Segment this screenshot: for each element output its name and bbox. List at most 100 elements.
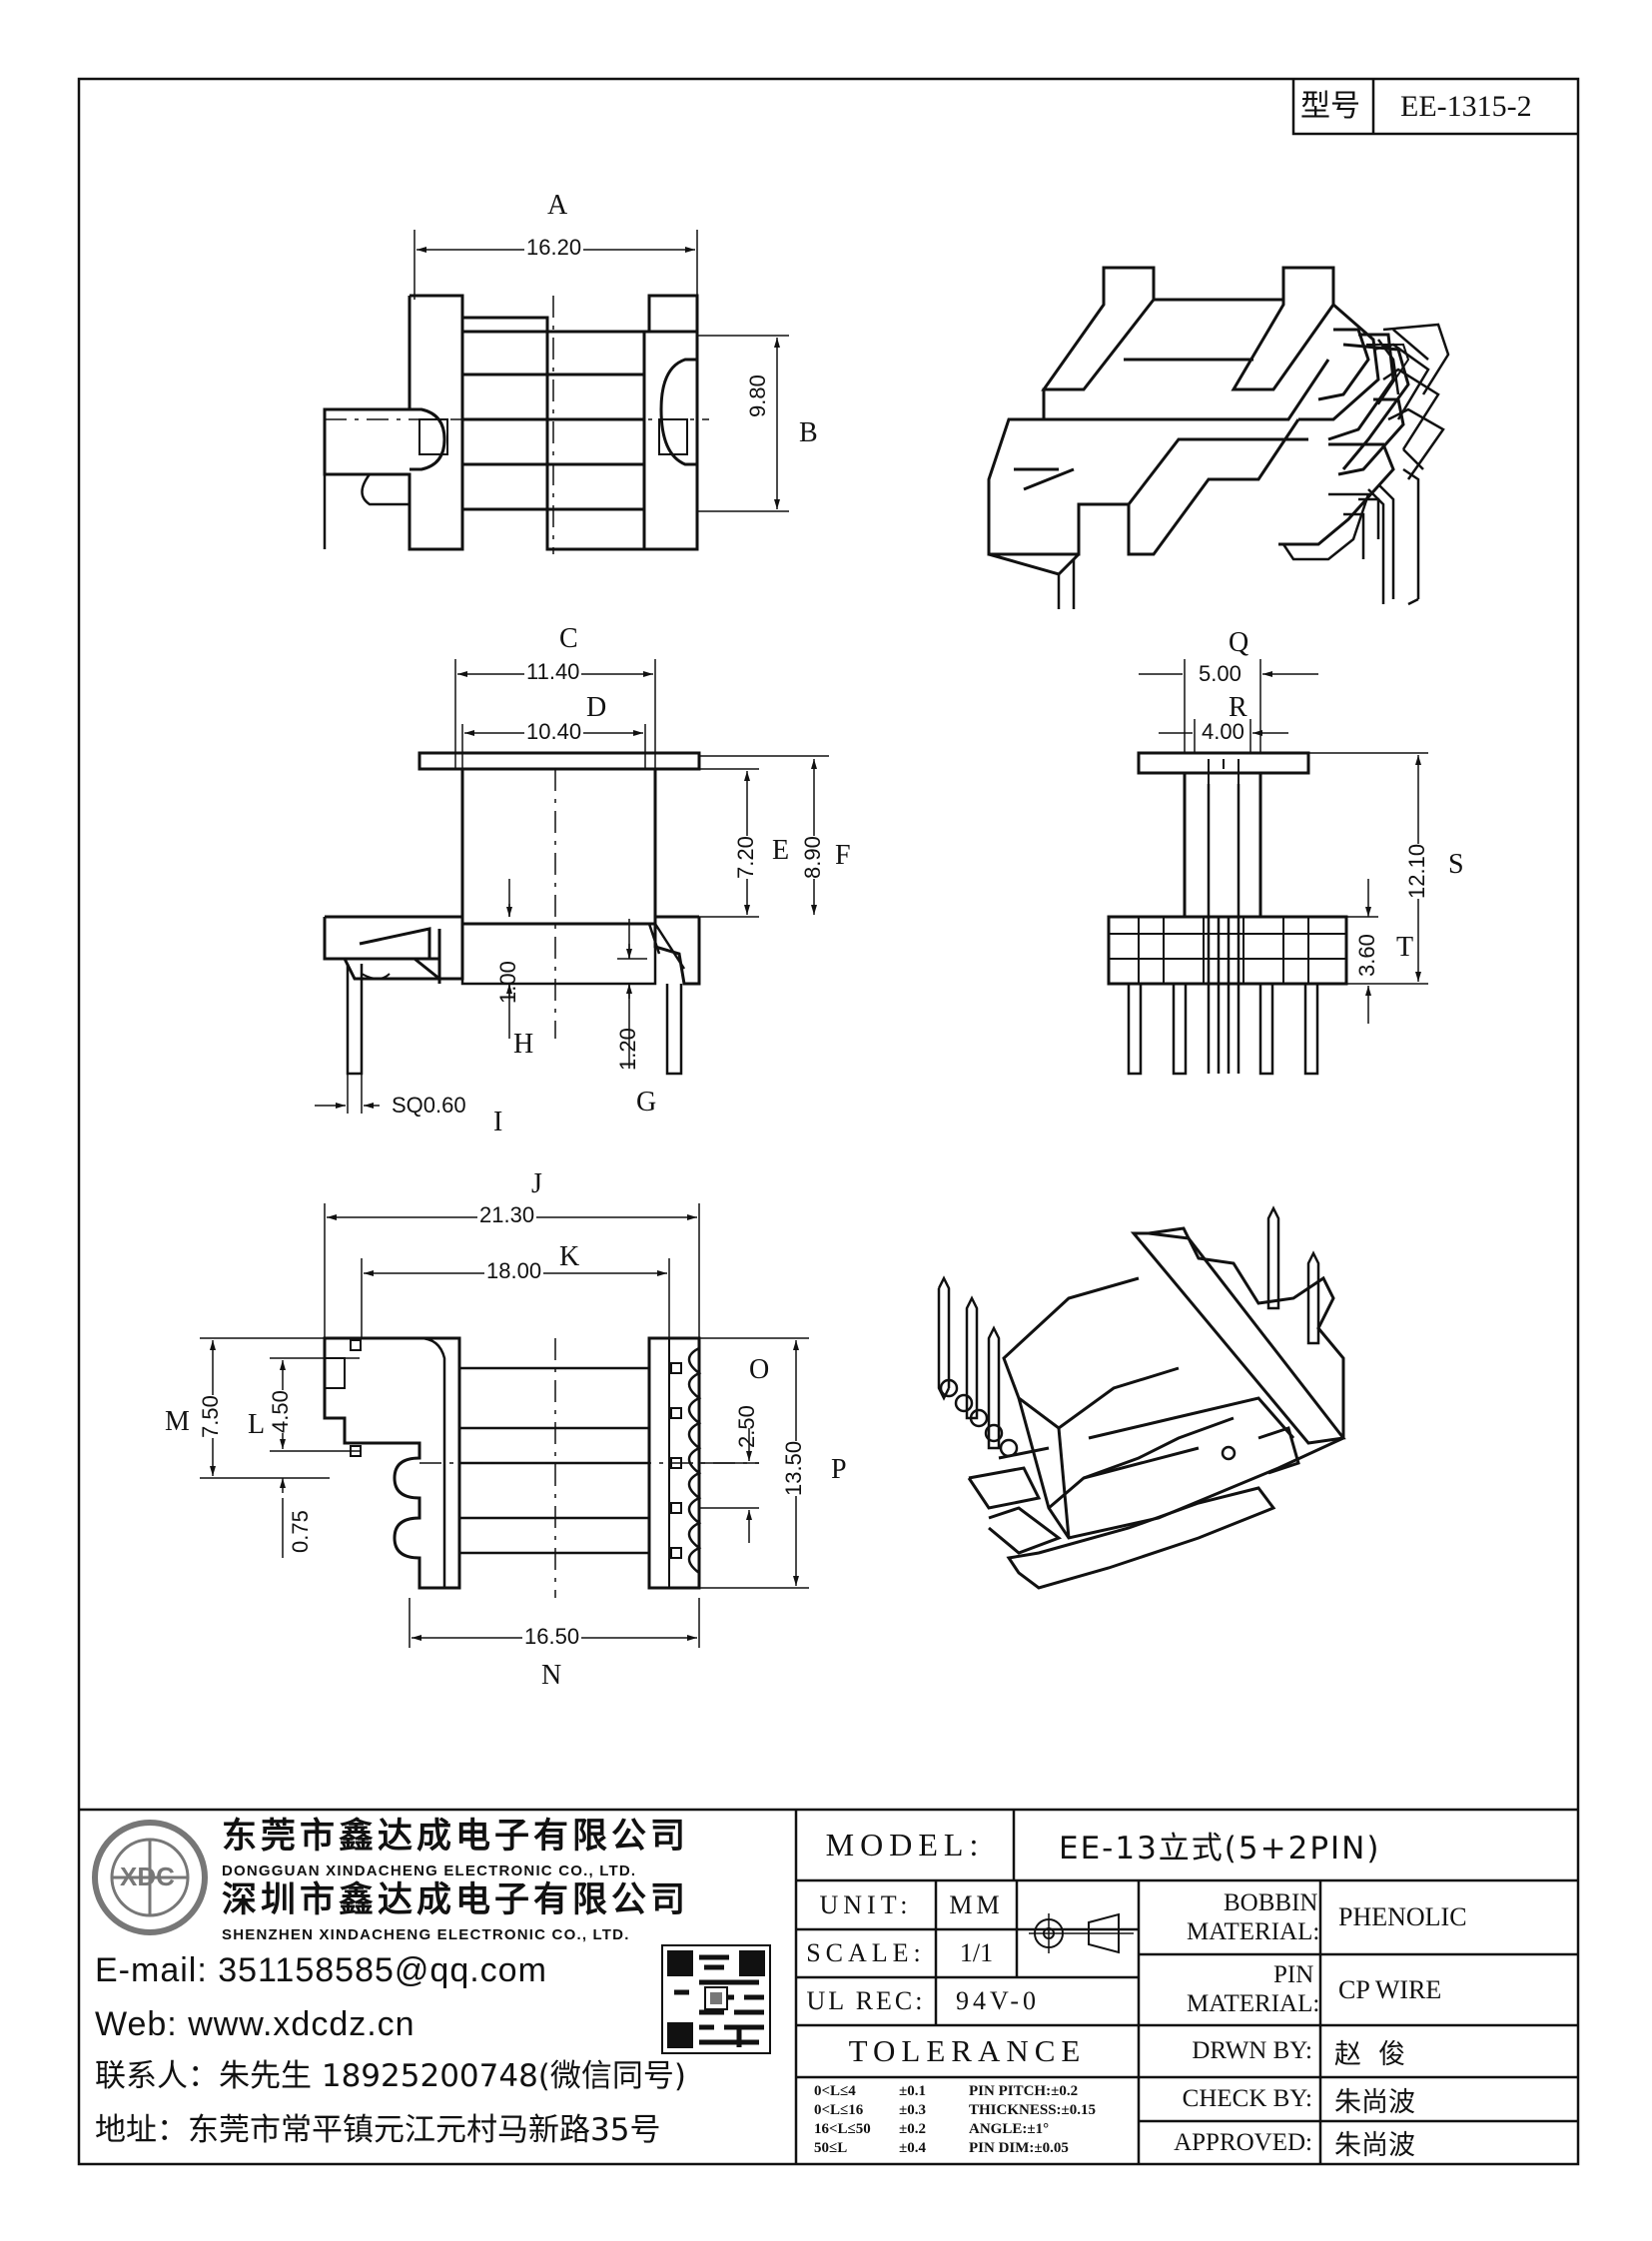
tol-range: 16<L≤50 bbox=[814, 2121, 871, 2137]
label-A: A bbox=[547, 190, 568, 221]
dim-M: 7.50 bbox=[198, 1395, 223, 1438]
dim-T: 3.60 bbox=[1354, 934, 1379, 977]
top-view bbox=[323, 230, 789, 554]
tol-row: 0<L≤16 ±0.3 THICKNESS:±0.15 bbox=[814, 2102, 1139, 2121]
label-P: P bbox=[831, 1454, 847, 1485]
dim-S: 12.10 bbox=[1404, 843, 1429, 899]
check-label: CHECK BY: bbox=[1182, 2085, 1312, 2112]
pin-label-1: PIN bbox=[1273, 1961, 1314, 1988]
scale-label: SCALE: bbox=[806, 1938, 926, 1967]
dim-Q: 5.00 bbox=[1199, 661, 1241, 686]
model-label: MODEL: bbox=[825, 1827, 985, 1863]
label-S: S bbox=[1448, 849, 1464, 880]
company-name-cn-1: 东莞市鑫达成电子有限公司 bbox=[222, 1817, 690, 1857]
bobbin-label-1: BOBBIN bbox=[1224, 1889, 1318, 1916]
dim-K: 18.00 bbox=[484, 1258, 544, 1283]
bobbin-label-2: MATERIAL: bbox=[1187, 1918, 1320, 1945]
label-R: R bbox=[1229, 692, 1247, 723]
iso-view-2 bbox=[937, 1205, 1346, 1590]
title-block-lines bbox=[79, 1808, 1578, 2164]
label-F: F bbox=[835, 840, 851, 871]
sheet-border bbox=[77, 77, 1580, 2166]
label-N: N bbox=[541, 1660, 562, 1691]
company-web: Web: www.xdcdz.cn bbox=[95, 2005, 415, 2043]
dim-A: 16.20 bbox=[524, 235, 584, 260]
unit-value: MM bbox=[949, 1889, 1004, 1919]
label-Q: Q bbox=[1229, 627, 1249, 658]
dim-J: 21.30 bbox=[477, 1202, 537, 1227]
dim-L: 4.50 bbox=[268, 1390, 293, 1433]
dim-R: 4.00 bbox=[1202, 719, 1244, 744]
ul-label: UL REC: bbox=[806, 1986, 926, 2015]
bobbin-value: PHENOLIC bbox=[1338, 1902, 1467, 1931]
dim-C: 11.40 bbox=[524, 659, 582, 684]
iso-view-1 bbox=[987, 266, 1450, 609]
tol-value: ±0.1 bbox=[899, 2083, 926, 2099]
tol-item: THICKNESS:±0.15 bbox=[969, 2102, 1097, 2118]
tol-range: 0<L≤16 bbox=[814, 2102, 864, 2118]
tol-value: ±0.4 bbox=[899, 2140, 926, 2156]
label-C: C bbox=[559, 623, 578, 654]
side-view bbox=[1107, 659, 1428, 1076]
tol-value: ±0.3 bbox=[899, 2102, 926, 2118]
header-type-label: 型号 bbox=[1300, 89, 1360, 124]
company-contact: 联系人：朱先生 18925200748(微信同号) bbox=[95, 2058, 686, 2094]
scale-value: 1/1 bbox=[959, 1938, 994, 1967]
tol-row: 16<L≤50 ±0.2 ANGLE:±1° bbox=[814, 2121, 1139, 2140]
drawn-label: DRWN BY: bbox=[1192, 2037, 1312, 2064]
dim-F: 8.90 bbox=[800, 836, 825, 879]
approved-value: 朱尚波 bbox=[1334, 2130, 1415, 2161]
tol-range: 50≤L bbox=[814, 2140, 848, 2156]
label-D: D bbox=[586, 692, 607, 723]
check-value: 朱尚波 bbox=[1334, 2086, 1415, 2118]
pin-label-2: MATERIAL: bbox=[1187, 1990, 1320, 2017]
tolerance-label: TOLERANCE bbox=[848, 2033, 1087, 2068]
dim-D: 10.40 bbox=[524, 719, 584, 744]
dim-G: 1.20 bbox=[615, 1028, 640, 1071]
label-I: I bbox=[493, 1107, 503, 1137]
bottom-view bbox=[200, 1203, 809, 1648]
label-M: M bbox=[165, 1406, 190, 1437]
tol-item: PIN PITCH:±0.2 bbox=[969, 2083, 1079, 2099]
tol-item: PIN DIM:±0.05 bbox=[969, 2140, 1069, 2156]
unit-label: UNIT: bbox=[819, 1889, 913, 1919]
ul-value: 94V-0 bbox=[956, 1986, 1041, 2015]
drawn-value: 赵 俊 bbox=[1334, 2038, 1406, 2070]
dim-N: 16.50 bbox=[522, 1624, 582, 1649]
company-name-cn-2: 深圳市鑫达成电子有限公司 bbox=[222, 1880, 690, 1920]
tol-range: 0<L≤4 bbox=[814, 2083, 856, 2099]
dim-L2: 0.75 bbox=[288, 1510, 313, 1553]
dim-B: 9.80 bbox=[745, 374, 770, 417]
company-address: 地址：东莞市常平镇元江元村马新路35号 bbox=[95, 2112, 661, 2148]
company-email: E-mail: 351158585@qq.com bbox=[95, 1951, 547, 1989]
label-E: E bbox=[772, 835, 790, 866]
tolerance-table: 0<L≤4 ±0.1 PIN PITCH:±0.2 0<L≤16 ±0.3 TH… bbox=[814, 2083, 1139, 2159]
header-box bbox=[1291, 79, 1578, 136]
logo-text: XDC bbox=[120, 1862, 175, 1891]
label-G: G bbox=[636, 1087, 657, 1118]
company-logo-graphic bbox=[92, 1820, 208, 1935]
qr-code bbox=[661, 1944, 771, 2054]
model-value: EE-13立式(5+2PIN) bbox=[1059, 1831, 1381, 1867]
company-name-en-2: SHENZHEN XINDACHENG ELECTRONIC CO., LTD. bbox=[222, 1926, 630, 1943]
label-L: L bbox=[248, 1409, 266, 1440]
label-T: T bbox=[1396, 932, 1414, 963]
tol-row: 0<L≤4 ±0.1 PIN PITCH:±0.2 bbox=[814, 2083, 1139, 2102]
label-K: K bbox=[559, 1241, 580, 1272]
tol-item: ANGLE:±1° bbox=[969, 2121, 1050, 2137]
tol-row: 50≤L ±0.4 PIN DIM:±0.05 bbox=[814, 2140, 1139, 2159]
approved-label: APPROVED: bbox=[1174, 2128, 1312, 2156]
header-type-value: EE-1315-2 bbox=[1400, 90, 1532, 123]
label-O: O bbox=[749, 1354, 770, 1385]
company-name-en-1: DONGGUAN XINDACHENG ELECTRONIC CO., LTD. bbox=[222, 1863, 637, 1879]
tol-value: ±0.2 bbox=[899, 2121, 926, 2137]
pin-value: CP WIRE bbox=[1338, 1974, 1442, 2004]
dim-I: SQ0.60 bbox=[392, 1093, 466, 1118]
dim-E: 7.20 bbox=[733, 836, 758, 879]
label-B: B bbox=[799, 417, 818, 448]
front-view bbox=[315, 659, 829, 1114]
dim-O: 2.50 bbox=[734, 1405, 759, 1448]
label-J: J bbox=[531, 1168, 542, 1199]
